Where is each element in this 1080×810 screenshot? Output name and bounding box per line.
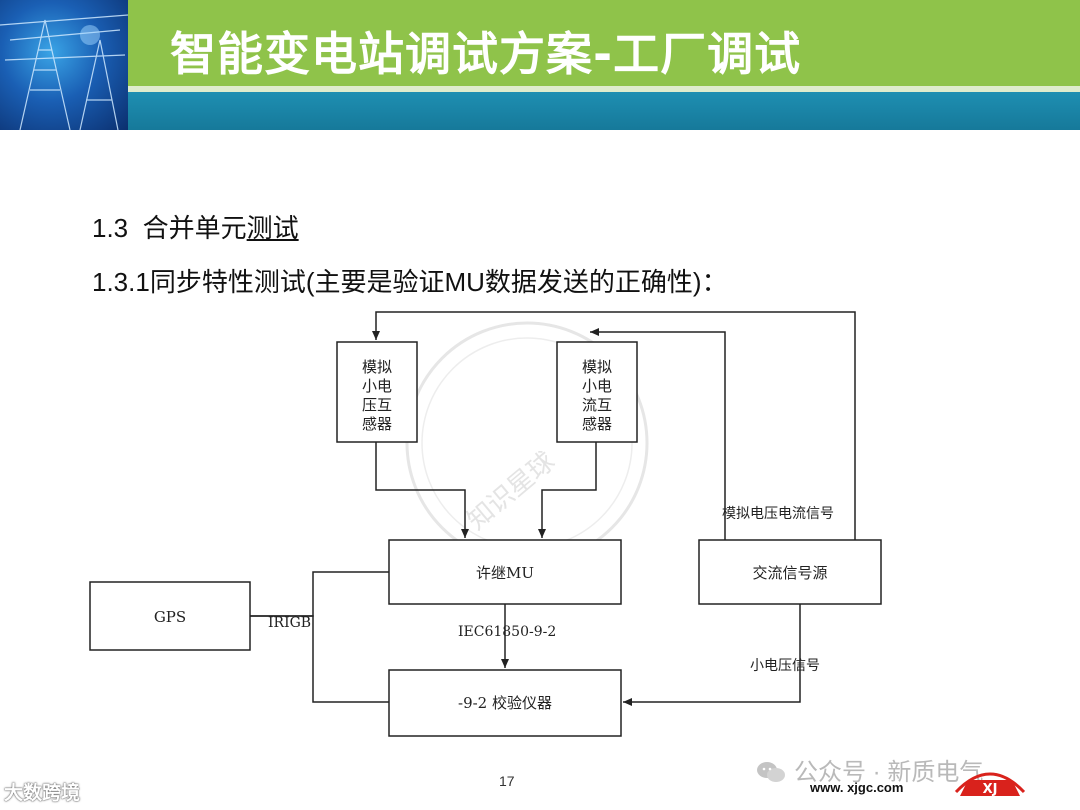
ct-label-line-1: 模拟 <box>582 358 612 376</box>
vt-label-line-4: 感器 <box>362 415 392 433</box>
left-watermark: 大数跨境 <box>4 778 80 805</box>
ct-label-line-4: 感器 <box>582 415 612 433</box>
tester-label: -9-2 校验仪器 <box>458 694 552 712</box>
ac-source-label: 交流信号源 <box>752 564 827 582</box>
vt-label-line-2: 小电 <box>362 377 392 395</box>
small-voltage-label: 小电压信号 <box>750 658 820 674</box>
edge-vt-to-mu <box>376 442 465 538</box>
company-website: www. xjgc.com <box>810 780 903 795</box>
wechat-icon <box>756 760 786 784</box>
edge-gps-to-mu <box>250 572 389 616</box>
page-number: 17 <box>499 773 515 789</box>
ct-label-line-3: 流互 <box>582 396 612 414</box>
analog-signal-label: 模拟电压电流信号 <box>722 506 834 522</box>
edge-source-to-tester <box>623 604 800 702</box>
edge-ct-to-mu <box>542 442 596 538</box>
ct-label-line-2: 小电 <box>582 377 612 395</box>
vt-label-line-3: 压互 <box>362 396 392 414</box>
iec-label: IEC61850-9-2 <box>458 624 556 640</box>
logo-text: XJ <box>983 782 998 797</box>
vt-label-line-1: 模拟 <box>362 358 392 376</box>
irigb-label: IRIGB <box>268 615 311 631</box>
company-logo: XJ <box>950 762 1030 802</box>
gps-label: GPS <box>154 608 186 626</box>
left-watermark-text: 大数跨境 <box>4 782 80 804</box>
mu-label: 许继MU <box>476 564 534 582</box>
